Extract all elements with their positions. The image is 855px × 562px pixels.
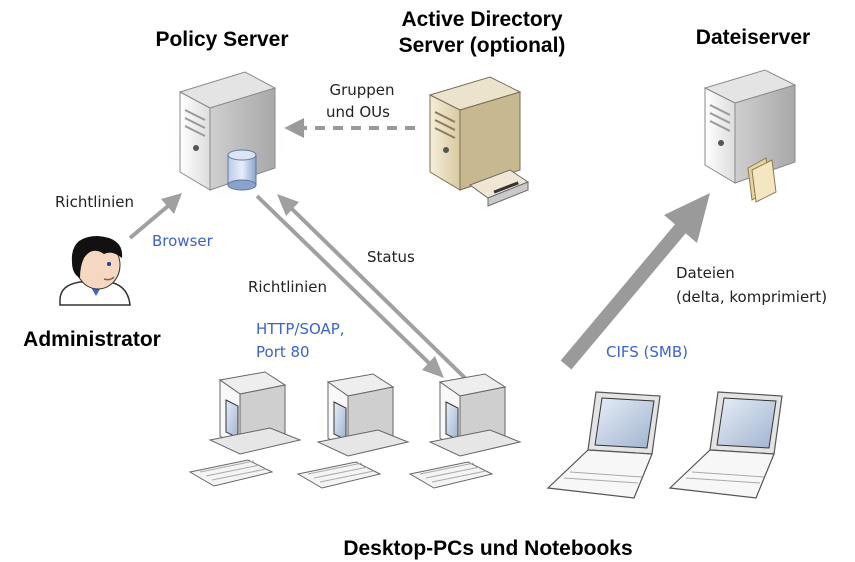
- ad-server-title-line2: Server (optional): [399, 34, 566, 57]
- policy-clients-label: Richtlinien: [248, 278, 327, 296]
- file-server-title: Dateiserver: [696, 26, 810, 49]
- status-label: Status: [367, 248, 415, 266]
- admin-edge-label: Richtlinien: [55, 193, 134, 211]
- clients-title: Desktop-PCs und Notebooks: [343, 537, 632, 560]
- arrow-ad-to-policy: [284, 118, 415, 138]
- arrow-policy-to-clients: [255, 194, 444, 378]
- file-server-icon: [685, 69, 805, 203]
- desktop-pc-icon: [296, 373, 410, 489]
- policy-clients-protocol-line2: Port 80: [256, 343, 310, 361]
- ad-server-title-line1: Active Directory: [401, 8, 562, 31]
- ad-edge-label-line1: Gruppen: [329, 81, 394, 99]
- fileserver-edge-label-line2: (delta, komprimiert): [676, 288, 827, 306]
- policy-server-title: Policy Server: [155, 28, 288, 51]
- fileserver-edge-label-line1: Dateien: [676, 264, 735, 282]
- fileserver-edge-protocol: CIFS (SMB): [606, 343, 688, 361]
- desktop-pc-icon: [188, 371, 302, 487]
- administrator-avatar-icon: [59, 236, 131, 306]
- policy-clients-protocol-line1: HTTP/SOAP,: [256, 320, 345, 338]
- arrow-admin-to-policy: [128, 193, 182, 240]
- admin-edge-protocol: Browser: [152, 232, 214, 250]
- active-directory-server-icon: [428, 76, 530, 207]
- arrow-clients-to-fileserver: [560, 193, 710, 370]
- administrator-title: Administrator: [23, 328, 161, 351]
- policy-server-icon: [155, 71, 295, 205]
- notebook-icon: [546, 391, 661, 499]
- desktop-pc-icon: [408, 373, 522, 489]
- ad-edge-label-line2: und OUs: [326, 103, 390, 121]
- notebook-icon: [668, 391, 783, 499]
- arrow-clients-to-policy: [277, 194, 467, 380]
